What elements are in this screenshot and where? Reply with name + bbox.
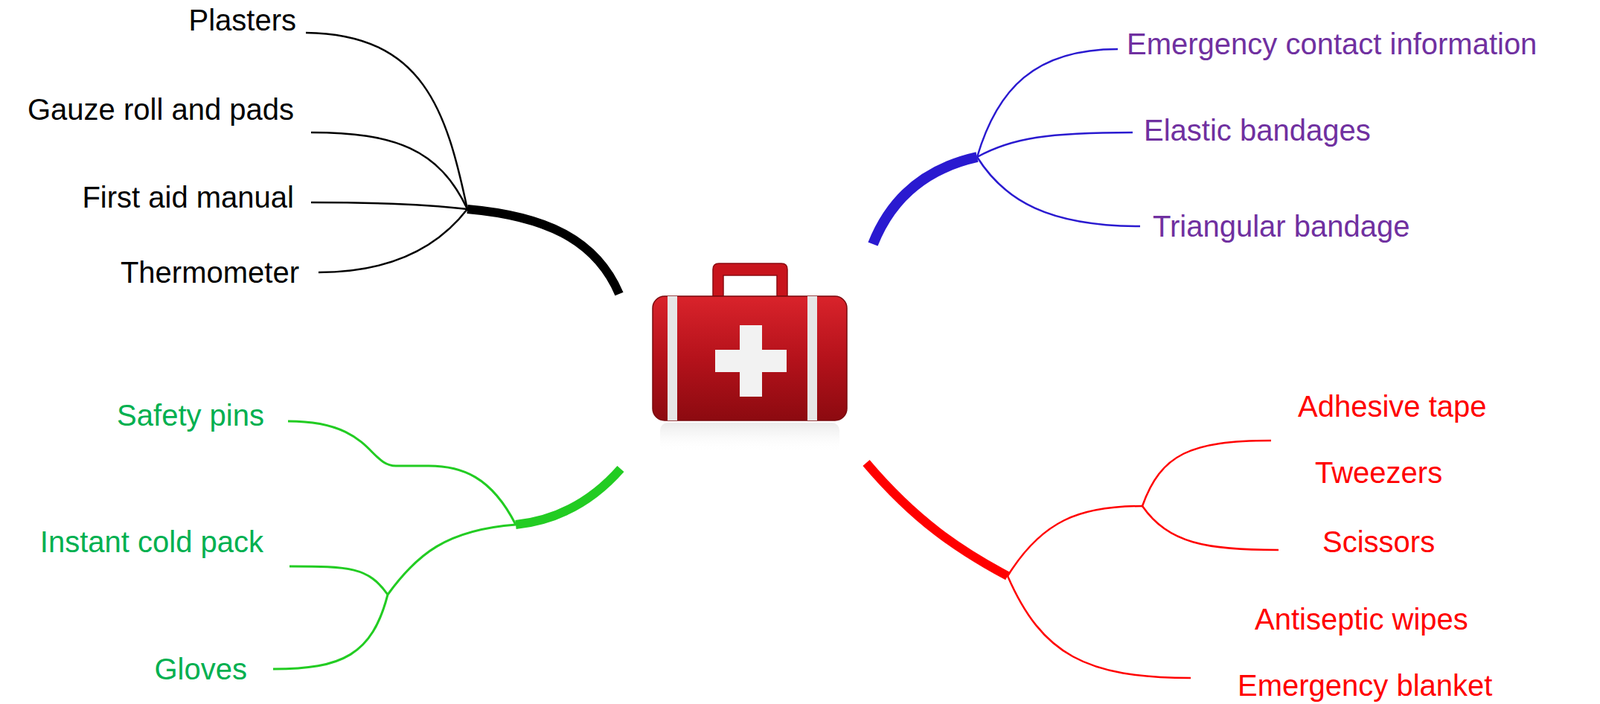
blue-branch bbox=[872, 49, 1141, 245]
item-label: Gloves bbox=[154, 651, 248, 687]
item-label: Elastic bandages bbox=[1143, 112, 1371, 149]
kit-stripe bbox=[667, 296, 678, 421]
branch-line bbox=[977, 49, 1118, 158]
branch-line bbox=[311, 132, 468, 210]
item-label: Triangular bandage bbox=[1152, 208, 1410, 245]
first-aid-kit bbox=[652, 263, 847, 453]
item-label: Emergency contact information bbox=[1126, 26, 1537, 62]
item-label: Safety pins bbox=[116, 397, 265, 434]
item-label: Instant cold pack bbox=[40, 523, 264, 560]
item-label: Adhesive tape bbox=[1297, 388, 1487, 425]
kit-reflection bbox=[660, 422, 840, 453]
branch-line bbox=[387, 524, 516, 595]
item-label: Thermometer bbox=[120, 254, 300, 291]
branch-line bbox=[1007, 506, 1143, 576]
branch-line bbox=[273, 594, 388, 670]
kit-handle bbox=[712, 263, 788, 297]
branch-line bbox=[1142, 440, 1272, 507]
kit-body bbox=[652, 296, 847, 421]
branch-trunk bbox=[866, 462, 1008, 576]
branch-line bbox=[977, 132, 1133, 158]
black-branch bbox=[305, 32, 620, 294]
item-label: Plasters bbox=[189, 2, 297, 38]
branch-line bbox=[977, 157, 1141, 227]
kit-stripe bbox=[807, 296, 818, 421]
branch-line bbox=[311, 202, 468, 210]
branch-line bbox=[1007, 576, 1191, 678]
kit-cross bbox=[715, 349, 787, 373]
item-label: Antiseptic wipes bbox=[1254, 601, 1469, 638]
branch-trunk bbox=[872, 157, 978, 245]
branch-trunk bbox=[515, 468, 621, 525]
branch-trunk bbox=[467, 209, 620, 294]
red-branch bbox=[866, 440, 1279, 678]
item-label: Gauze roll and pads bbox=[27, 91, 294, 128]
item-label: Scissors bbox=[1322, 523, 1435, 560]
green-branch bbox=[273, 421, 621, 670]
item-label: First aid manual bbox=[81, 179, 294, 216]
item-label: Emergency blanket bbox=[1237, 667, 1493, 704]
branch-line bbox=[1142, 506, 1279, 550]
branch-line bbox=[305, 32, 468, 210]
item-label: Tweezers bbox=[1314, 454, 1443, 491]
branch-line bbox=[289, 566, 388, 595]
branch-line bbox=[318, 209, 468, 273]
branch-line bbox=[288, 421, 516, 525]
